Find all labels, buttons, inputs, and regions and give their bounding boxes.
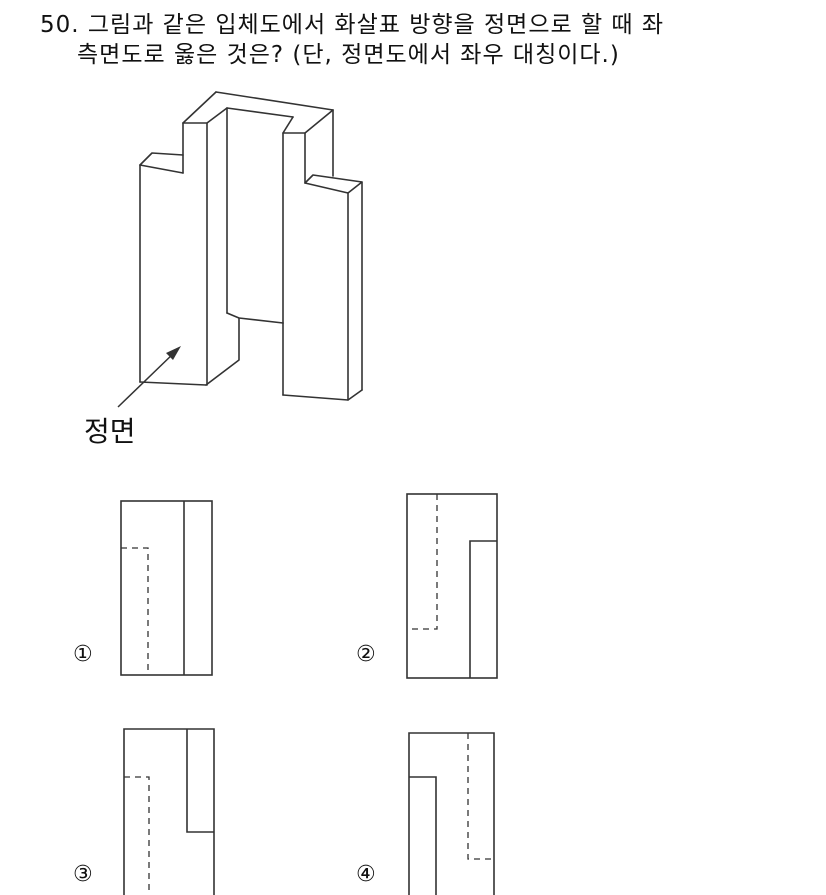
option-1-number[interactable]: ① [73,642,93,667]
option-4-number[interactable]: ④ [356,862,376,887]
question-line-1-text: 그림과 같은 입체도에서 화살표 방향을 정면으로 할 때 좌 [87,12,665,38]
question-line-1: 50. 그림과 같은 입체도에서 화살표 방향을 정면으로 할 때 좌 [40,10,820,40]
option-2-drawing[interactable] [406,493,498,679]
option-2-number[interactable]: ② [356,642,376,667]
front-label: 정면 [84,415,136,448]
question-line-2: 측면도로 옳은 것은? (단, 정면도에서 좌우 대칭이다.) [77,42,620,68]
question-number: 50. [40,12,80,38]
option-3-number[interactable]: ③ [73,862,93,887]
front-arrow-icon [117,346,181,408]
option-3-drawing[interactable] [123,728,215,895]
option-4-drawing[interactable] [408,732,495,895]
option-1-drawing[interactable] [120,500,213,676]
question-text: 50. 그림과 같은 입체도에서 화살표 방향을 정면으로 할 때 좌 측면도로… [40,10,820,70]
